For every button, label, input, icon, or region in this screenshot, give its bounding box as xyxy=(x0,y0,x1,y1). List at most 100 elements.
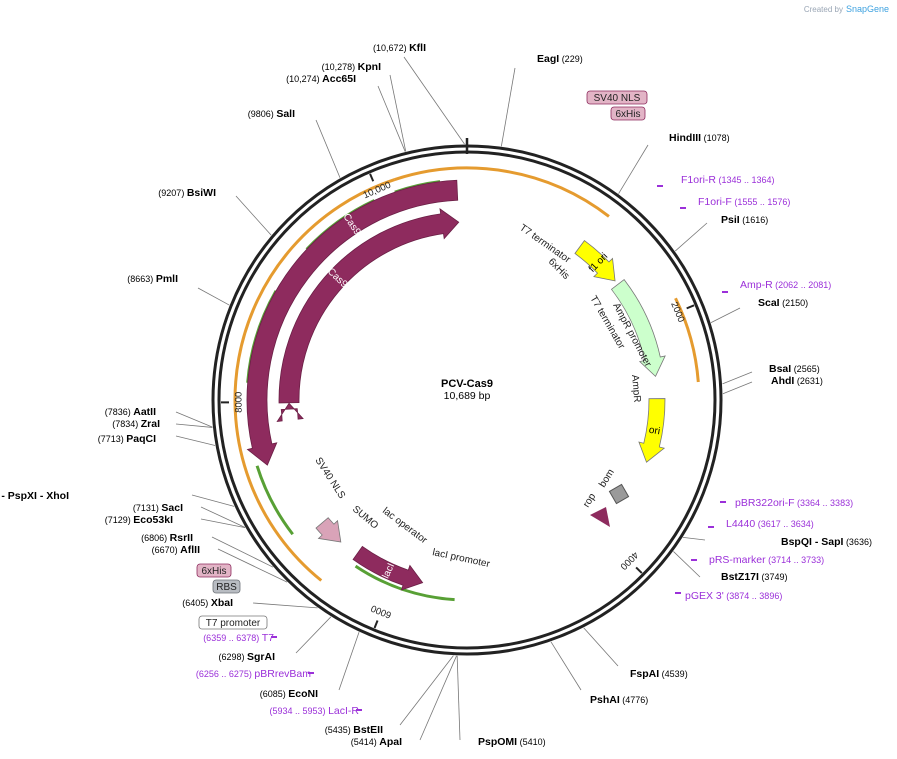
ruler-label-8000: 8000 xyxy=(233,392,244,413)
site-pshai: PshAI (4776) xyxy=(590,694,648,706)
site-line-bsiwi xyxy=(235,195,272,236)
site-name: RsrII xyxy=(170,532,193,544)
site-position: (6085) xyxy=(260,689,289,699)
site-position: (2565) xyxy=(791,364,820,374)
site-name: PshAI xyxy=(590,694,620,706)
site-paer7i-pspxi-xhoi: (7288) PaeR7I - PspXI - XhoI xyxy=(0,490,69,502)
site-line-acc65i xyxy=(377,85,406,152)
site-xbai: (6405) XbaI xyxy=(182,597,233,609)
orf-orange-top xyxy=(394,166,610,218)
site-name: AatII xyxy=(133,406,156,418)
feature-text-lac-operator: lac operator xyxy=(380,506,429,547)
feature-ori xyxy=(638,398,666,463)
feature-cas9-inner xyxy=(278,208,460,404)
site-position: (2150) xyxy=(780,298,809,308)
feature-box-bg xyxy=(198,615,268,630)
primer-range: (3364 .. 3383) xyxy=(795,498,854,508)
ruler-tick-6000 xyxy=(373,620,379,629)
site-label: BstZ17I (3749) xyxy=(721,571,787,583)
primer-name: L4440 xyxy=(726,518,755,530)
site-name: EagI xyxy=(537,53,559,65)
site-line-kpni xyxy=(389,74,407,152)
site-position: (9806) xyxy=(248,109,277,119)
primer-pbr322ori-f: pBR322ori-F (3364 .. 3383) xyxy=(720,497,853,509)
ruler-label-6000: 6000 xyxy=(369,602,393,620)
site-label: (9207) BsiWI xyxy=(158,187,216,199)
site-econi: (6085) EcoNI xyxy=(260,688,318,700)
plasmid-center-label: PCV-Cas9 10,689 bp xyxy=(441,378,493,402)
site-name: KflI xyxy=(409,42,426,54)
site-connector-lines xyxy=(175,56,753,741)
site-position: (5414) xyxy=(351,737,380,747)
site-line-rsrii xyxy=(211,536,274,568)
site-ahdi: AhdI (2631) xyxy=(771,375,823,387)
feature-box-bg xyxy=(586,90,648,105)
feature-box-t7-promoter: T7 promoter xyxy=(198,615,268,630)
primer-name: F1ori-F xyxy=(698,196,732,208)
site-name: ZraI xyxy=(141,418,160,430)
site-name: AhdI xyxy=(771,375,794,387)
ruler-tick-4000 xyxy=(635,566,643,574)
primer-pgex-3: pGEX 3' (3874 .. 3896) xyxy=(675,590,782,602)
primer-amp-r: Amp-R (2062 .. 2081) xyxy=(722,279,831,293)
site-label: (7288) PaeR7I - PspXI - XhoI xyxy=(0,490,69,502)
site-saci: (7131) SacI xyxy=(133,502,183,514)
primer-label: (6256 .. 6275) pBRrevBam xyxy=(196,668,311,680)
site-label: PsiI (1616) xyxy=(721,214,768,226)
site-line-sali xyxy=(315,119,341,178)
feature-sumo xyxy=(315,517,342,543)
feature-box-bg xyxy=(212,579,241,594)
site-name: BsiWI xyxy=(187,187,216,199)
site-name: Acc65I xyxy=(322,73,356,85)
bom-marker xyxy=(608,483,630,505)
site-line-bsai xyxy=(722,371,753,385)
site-label: (6806) RsrII xyxy=(141,532,193,544)
site-bsiwi: (9207) BsiWI xyxy=(158,187,216,199)
site-line-aatii xyxy=(175,411,213,428)
primer-range: (6359 .. 6378) xyxy=(203,633,262,643)
site-position: (9207) xyxy=(158,188,187,198)
site-line-pspomi xyxy=(456,655,461,741)
feature-text-bom: bom xyxy=(597,467,617,489)
site-name: PmlI xyxy=(156,273,178,285)
site-line-pmli xyxy=(197,287,230,306)
feature-f1-ori xyxy=(574,240,616,282)
site-kpni: (10,278) KpnI xyxy=(322,61,381,73)
primer-label: L4440 (3617 .. 3634) xyxy=(726,518,814,530)
primer-label: pGEX 3' (3874 .. 3896) xyxy=(685,590,782,602)
site-position: (6405) xyxy=(182,598,211,608)
site-position: (10,278) xyxy=(322,62,358,72)
site-position: (2631) xyxy=(794,376,823,386)
primer-name: F1ori-R xyxy=(681,174,716,186)
site-label: EagI (229) xyxy=(537,53,583,65)
feature-box-bg xyxy=(610,106,646,121)
site-label: (6085) EcoNI xyxy=(260,688,318,700)
site-name: SgrAI xyxy=(247,651,275,663)
primer-name: LacI-R xyxy=(328,705,359,717)
primer-f1ori-r: F1ori-R (1345 .. 1364) xyxy=(657,174,775,187)
site-label: (10,278) KpnI xyxy=(322,61,381,73)
primer-range: (3617 .. 3634) xyxy=(755,519,814,529)
site-name: EcoNI xyxy=(288,688,318,700)
site-zrai: (7834) ZraI xyxy=(112,418,160,430)
site-sali: (9806) SalI xyxy=(248,108,295,120)
site-position: (8663) xyxy=(127,274,156,284)
feature-text-rop: rop xyxy=(581,491,598,509)
site-line-xbai xyxy=(252,602,318,609)
site-eagi: EagI (229) xyxy=(537,53,583,65)
site-position: (7131) xyxy=(133,503,162,513)
site-label: (9806) SalI xyxy=(248,108,295,120)
feature-box-rbs: RBS xyxy=(212,579,241,594)
site-label: (5435) BstEII xyxy=(325,724,383,736)
site-label: (7836) AatII xyxy=(105,406,156,418)
primer-range: (6256 .. 6275) xyxy=(196,669,255,679)
ruler-tick-2000 xyxy=(686,304,695,310)
site-line-psii xyxy=(674,222,708,252)
site-label: (7131) SacI xyxy=(133,502,183,514)
ruler-label-2000: 2000 xyxy=(668,300,686,324)
site-position: (4776) xyxy=(620,695,649,705)
site-name: PaqCI xyxy=(126,433,156,445)
site-line-paqci xyxy=(175,435,216,446)
